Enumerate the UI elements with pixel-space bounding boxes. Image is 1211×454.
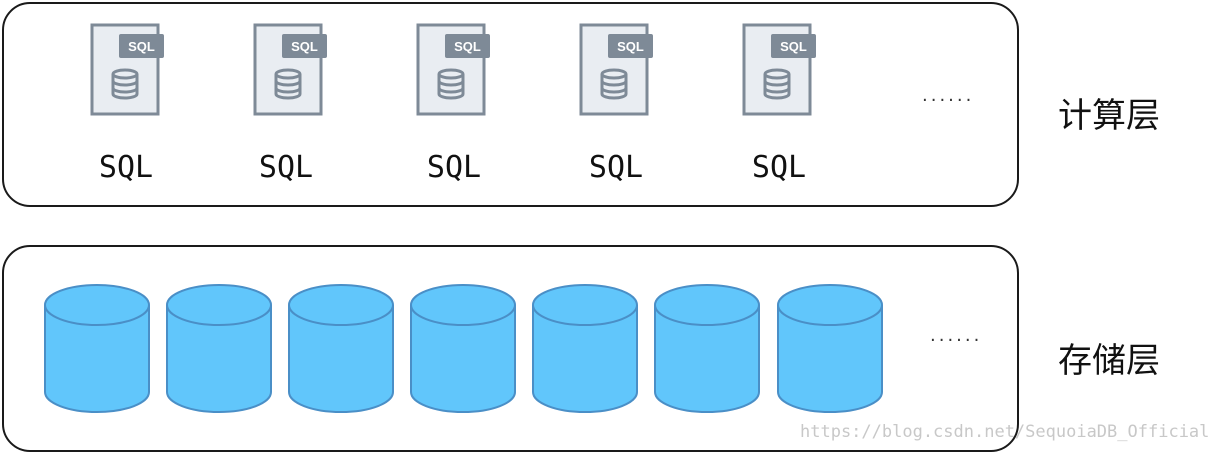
storage-cylinder-icon [409,283,517,415]
sql-node-label: SQL [426,150,482,185]
sql-node-label: SQL [258,150,314,185]
sql-node-label: SQL [751,150,807,185]
compute-more-ellipsis: ······ [922,90,975,111]
sql-document-icon: SQL [90,22,166,118]
sql-badge-text: SQL [617,39,644,54]
sql-document-icon: SQL [579,22,655,118]
storage-cylinder-icon [531,283,639,415]
sql-document-icon: SQL [253,22,329,118]
storage-more-ellipsis: ······ [930,330,983,351]
storage-cylinder-icon [653,283,761,415]
storage-layer-label: 存储层 [1058,341,1160,381]
sql-badge-text: SQL [128,39,155,54]
sql-badge-text: SQL [454,39,481,54]
storage-cylinder-icon [776,283,884,415]
compute-layer-box [2,2,1019,207]
sql-node-label: SQL [98,150,154,185]
sql-document-icon: SQL [416,22,492,118]
sql-node-label: SQL [588,150,644,185]
storage-cylinder-icon [165,283,273,415]
storage-cylinder-icon [43,283,151,415]
compute-layer-label: 计算层 [1058,96,1160,136]
sql-badge-text: SQL [780,39,807,54]
sql-document-icon: SQL [742,22,818,118]
sql-badge-text: SQL [291,39,318,54]
storage-cylinder-icon [287,283,395,415]
watermark-text: https://blog.csdn.net/SequoiaDB_Official [800,422,1210,442]
